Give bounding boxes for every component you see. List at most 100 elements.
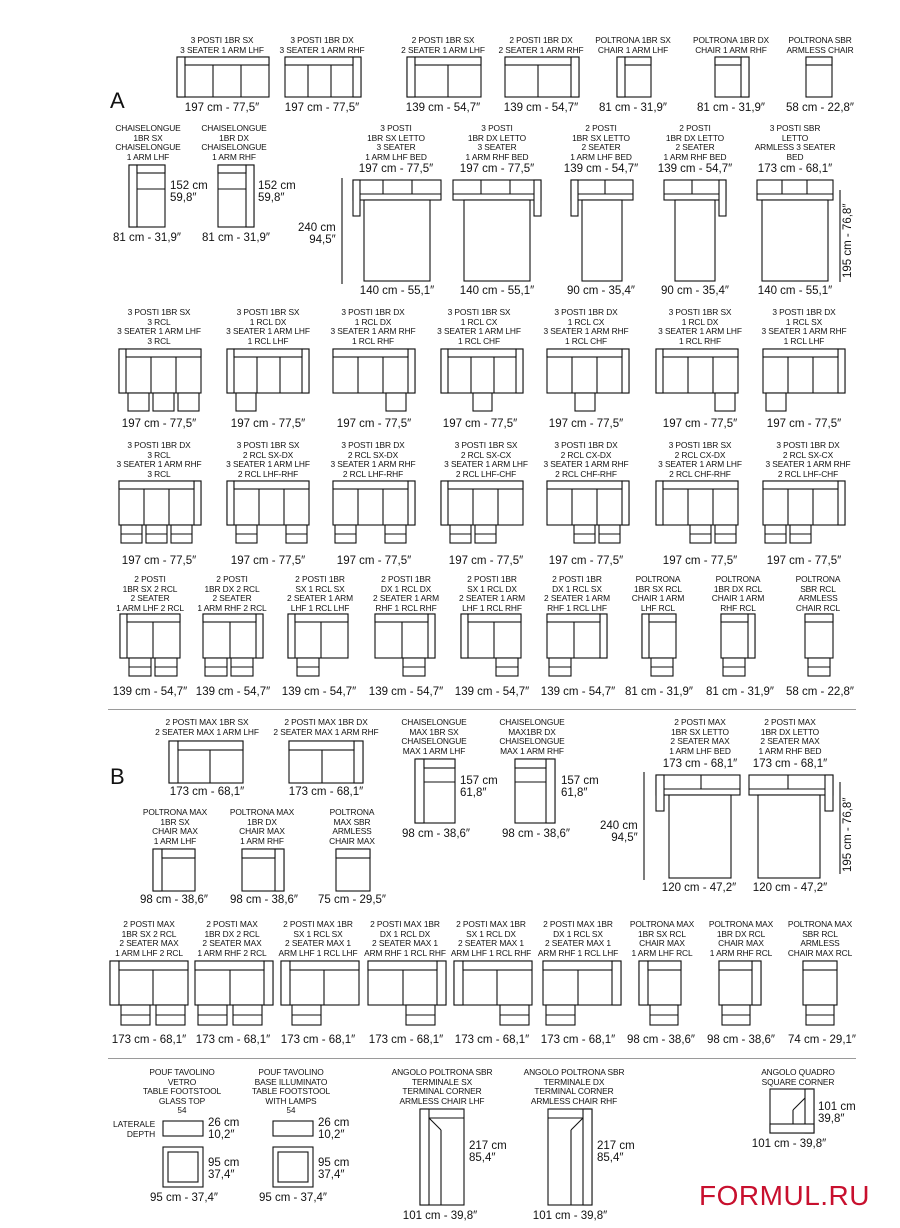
item-title: 3 POSTI 1BR DX 1 RCL CX 3 SEATER 1 ARM R… [543,307,629,346]
item-dimension: 101 cm - 39,8″ [751,1138,827,1150]
item-title: POLTRONA 1BR DX CHAIR 1 ARM RHF [692,35,770,55]
recliner-chair-max-lhf-drawing [638,960,682,1026]
item-note: 54 [286,1106,296,1115]
item-dimension: 197 cm - 77,5″ [230,555,306,567]
recliner-chair-rhf-drawing [720,613,756,677]
item-dimension: 98 cm - 38,6″ [402,828,470,840]
recliner-max-2-seater-rhf-2rcl-drawing [194,960,274,1026]
bed-open-width: 120 cm - 47,2″ [752,882,828,894]
item-title: 2 POSTI 1BR DX LETTO 2 SEATER 1 ARM RHF … [663,123,727,162]
item-title: 3 POSTI 1BR DX 3 SEATER 1 ARM RHF [279,35,365,55]
section-divider [108,1058,856,1059]
item-dimension: 197 cm - 77,5″ [284,102,360,114]
item-title: POLTRONA SBR ARMLESS CHAIR [786,35,854,55]
recliner-3-rcl-rhf-drawing [118,480,202,544]
item-title: 3 POSTI 1BR DX 3 RCL 3 SEATER 1 ARM RHF … [116,440,202,479]
item-dimension: 139 cm - 54,7″ [454,686,530,698]
bed-length-line [839,782,841,874]
recliner-1-rcl-rhf-drawing [332,348,416,412]
item-dimension: 197 cm - 77,5″ [766,418,842,430]
item-dimension: 197 cm - 77,5″ [662,555,738,567]
item-dimension: 173 cm - 68,1″ [368,1034,444,1046]
item-dimension: 173 cm - 68,1″ [169,786,245,798]
sofa-bed-max-lhf-drawing [655,774,741,879]
item-title: 3 POSTI SBR LETTO ARMLESS 3 SEATER BED [754,123,836,162]
bed-width: 139 cm - 54,7″ [563,163,639,175]
recliner-2-rcl-chf-rhf-lhf-drawing [655,480,739,544]
chair-max-rhf-drawing [241,848,285,892]
item-dimension: 98 cm - 38,6″ [627,1034,695,1046]
sofa-2-seater-rhf-drawing [504,56,580,98]
item-title: 3 POSTI 1BR SX 3 SEATER 1 ARM LHF [180,35,264,55]
item-title: CHAISELONGUE MAX1BR DX CHAISELONGUE MAX … [499,717,565,756]
bed-width: 173 cm - 68,1″ [757,163,833,175]
item-title: 2 POSTI 1BR SX 2 RCL 2 SEATER 1 ARM LHF … [116,574,184,613]
bed-width: 197 cm - 77,5″ [459,163,535,175]
item-dimension: 139 cm - 54,7″ [281,686,357,698]
item-title: 2 POSTI 1BR SX 1 RCL SX 2 SEATER 1 ARM L… [287,574,353,613]
sofa-3-seater-rhf-drawing [284,56,362,98]
laterale-label: LATERALE DEPTH [113,1119,156,1139]
item-dimension: 75 cm - 29,5″ [318,894,386,906]
recliner-chair-max-armless-drawing [802,960,838,1026]
item-title: 3 POSTI 1BR SX 2 RCL SX-CX 3 SEATER 1 AR… [444,440,528,479]
item-title: 3 POSTI 1BR DX 2 RCL SX-CX 3 SEATER 1 AR… [765,440,851,479]
item-dimension: 139 cm - 54,7″ [368,686,444,698]
item-title: POLTRONA MAX 1BR SX RCL CHAIR MAX 1 ARM … [629,919,695,958]
recliner-1-rcl-lhf-rhf-drawing [762,348,846,412]
recliner-2-seater-lhf-2rcl-drawing [119,613,181,677]
item-title: 2 POSTI MAX 1BR SX 2 SEATER MAX 1 ARM LH… [155,717,259,737]
recliner-max-lhf-1rcl-lhf-drawing [280,960,360,1026]
sofa-3-seater-lhf-drawing [176,56,270,98]
sofa-2-seater-lhf-drawing [406,56,482,98]
item-depth: 152 cm 59,8″ [170,180,208,204]
item-title: 3 POSTI 1BR SX 1 RCL CX 3 SEATER 1 ARM L… [437,307,521,346]
item-depth: 95 cm 37,4″ [208,1157,240,1181]
item-title: POLTRONA MAX 1BR DX CHAIR MAX 1 ARM RHF [229,807,295,846]
item-title: 3 POSTI 1BR SX 1 RCL DX 3 SEATER 1 ARM L… [226,307,310,346]
recliner-chair-lhf-drawing [641,613,677,677]
chair-max-lhf-drawing [152,848,196,892]
pouf-lamps-top-drawing [272,1146,314,1188]
recliner-chair-armless-drawing [804,613,834,677]
recliner-2-seater-lhf-1rcl-lhf-drawing [287,613,349,677]
item-dimension: 197 cm - 77,5″ [548,555,624,567]
sofa-bed-max-rhf-drawing [748,774,834,879]
item-dimension: 139 cm - 54,7″ [540,686,616,698]
item-dimension: 81 cm - 31,9″ [113,232,181,244]
sofa-bed-3-seater-rhf-drawing [452,179,542,282]
item-dimension: 98 cm - 38,6″ [230,894,298,906]
chair-1-arm-rhf-drawing [714,56,750,98]
item-title: 2 POSTI MAX 1BR SX 1 RCL SX 2 SEATER MAX… [278,919,358,958]
chair-max-armless-drawing [335,848,371,892]
item-title: 2 POSTI 1BR SX 1 RCL DX 2 SEATER 1 ARM L… [459,574,525,613]
item-note: 54 [177,1106,187,1115]
recliner-max-2-seater-lhf-2rcl-drawing [109,960,189,1026]
brand-watermark[interactable]: FORMUL.RU [699,1180,870,1211]
item-title: 3 POSTI 1BR DX 1 RCL DX 3 SEATER 1 ARM R… [330,307,416,346]
sofa-bed-2-seater-rhf-drawing [663,179,727,282]
item-depth: 157 cm 61,8″ [460,775,498,799]
item-dimension: 98 cm - 38,6″ [502,828,570,840]
item-dimension: 139 cm - 54,7″ [195,686,271,698]
bed-depth-line [341,178,343,284]
item-dimension: 139 cm - 54,7″ [503,102,579,114]
item-dimension: 197 cm - 77,5″ [336,418,412,430]
recliner-2-seater-rhf-1rcl-rhf-drawing [374,613,436,677]
item-title: 2 POSTI 1BR DX 1 RCL DX 2 SEATER 1 ARM R… [373,574,439,613]
item-title: 2 POSTI MAX 1BR SX LETTO 2 SEATER MAX 1 … [669,717,731,756]
item-title: 3 POSTI 1BR DX 2 RCL CX-DX 3 SEATER 1 AR… [543,440,629,479]
item-title: 2 POSTI 1BR SX 2 SEATER 1 ARM LHF [401,35,485,55]
item-depth: 152 cm 59,8″ [258,180,296,204]
bed-depth-label: 240 cm 94,5″ [298,222,336,246]
item-dimension: 58 cm - 22,8″ [786,102,854,114]
item-title: 2 POSTI 1BR DX 1 RCL SX 2 SEATER 1 ARM R… [544,574,610,613]
item-title: 3 POSTI 1BR SX LETTO 3 SEATER 1 ARM LHF … [365,123,427,162]
sofa-max-2-seater-lhf-drawing [168,740,244,784]
item-dimension: 173 cm - 68,1″ [111,1034,187,1046]
item-dimension: 173 cm - 68,1″ [540,1034,616,1046]
bed-open-width: 140 cm - 55,1″ [459,285,535,297]
pouf-lamps-side-drawing [272,1120,314,1137]
recliner-2-seater-rhf-1rcl-lhf-drawing [546,613,608,677]
item-dimension: 197 cm - 77,5″ [336,555,412,567]
